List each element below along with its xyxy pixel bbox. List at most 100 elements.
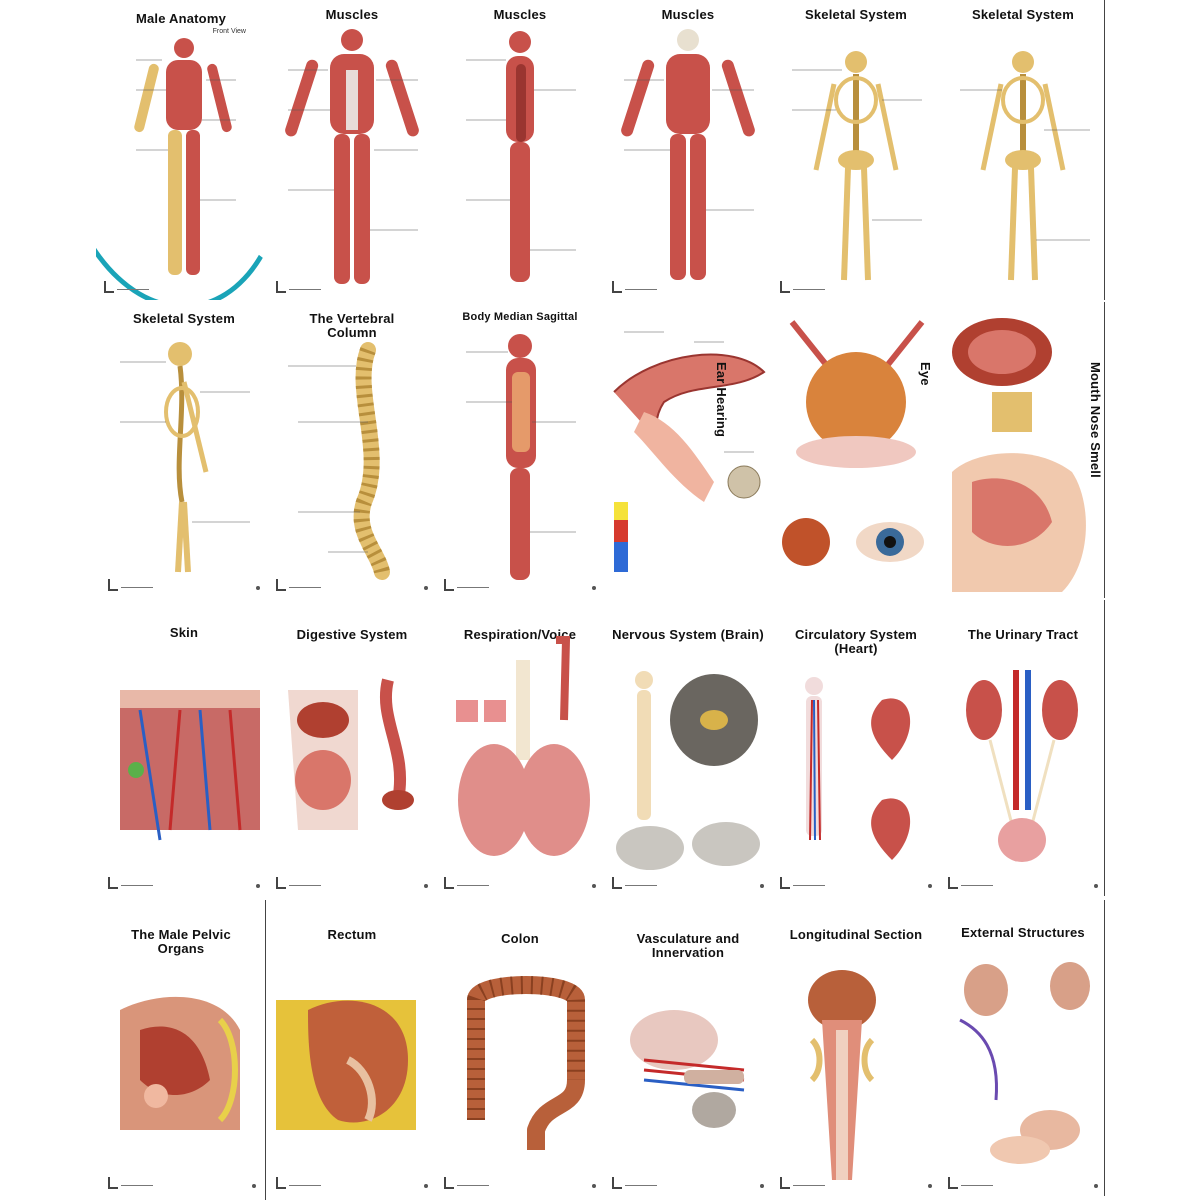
page-dot — [256, 884, 260, 888]
grid-divider — [1104, 600, 1105, 896]
publisher-mark — [780, 1177, 825, 1190]
nervous-figure — [616, 671, 760, 870]
panel-title: Muscles — [661, 7, 715, 22]
publisher-mark — [276, 579, 321, 592]
page-dot — [424, 586, 428, 590]
publisher-mark — [108, 1177, 153, 1190]
panel-title: External Structures — [961, 925, 1085, 940]
skeleton-side-figure — [120, 342, 250, 573]
publisher-mark — [276, 281, 321, 294]
panel-respiration: Respiration/Voice — [436, 600, 604, 896]
panel-subtitle: Front View — [212, 28, 246, 35]
muscles-back-figure — [621, 29, 755, 280]
panel-mouth-nose: Mouth Nose Smell — [942, 302, 1106, 598]
mouth-nose-figure — [952, 318, 1086, 592]
panel-title: Ear Hearing — [714, 362, 729, 438]
panel-title: Digestive System — [296, 627, 408, 642]
publisher-mark — [276, 1177, 321, 1190]
panel-muscles-front: Muscles — [268, 0, 436, 300]
publisher-mark — [276, 877, 321, 890]
muscles-side-figure — [466, 31, 576, 282]
panel-title: Longitudinal Section — [789, 927, 923, 942]
grid-divider — [265, 900, 266, 1200]
panel-pelvic: The Male Pelvic Organs — [100, 900, 264, 1196]
skin-figure — [120, 690, 260, 841]
publisher-mark — [444, 579, 489, 592]
page-dot — [592, 884, 596, 888]
panel-muscles-back: Muscles — [604, 0, 772, 300]
panel-title: Skeletal System — [971, 7, 1074, 22]
panel-male-anatomy: Male Anatomy Front View — [96, 0, 266, 300]
median-sagittal-figure — [466, 334, 576, 580]
panel-vasculature: Vasculature and Innervation — [604, 900, 772, 1196]
vertebral-column-figure — [288, 342, 390, 580]
eye-figure — [782, 320, 925, 566]
panel-skeletal-front: Skeletal System — [772, 0, 940, 300]
publisher-mark — [780, 877, 825, 890]
skeleton-back-figure — [960, 51, 1090, 281]
panel-title: Mouth Nose Smell — [1088, 362, 1103, 478]
digestive-figure — [288, 678, 414, 830]
grid-divider — [1104, 0, 1105, 300]
panel-longitudinal: Longitudinal Section — [772, 900, 940, 1196]
grid-divider — [1104, 900, 1105, 1196]
panel-title: Skeletal System — [132, 311, 235, 326]
page-dot — [760, 1184, 764, 1188]
pelvic-figure — [120, 996, 240, 1130]
respiration-figure — [456, 636, 590, 856]
publisher-mark — [948, 877, 993, 890]
panel-title: Skin — [169, 625, 199, 640]
vasculature-figure — [630, 1010, 745, 1128]
grid-divider — [1104, 302, 1105, 598]
panel-title: Respiration/Voice — [463, 627, 577, 642]
panel-skin: Skin — [100, 600, 268, 896]
panel-urinary: The Urinary Tract — [940, 600, 1106, 896]
panel-title: The Urinary Tract — [967, 627, 1079, 642]
publisher-mark — [444, 1177, 489, 1190]
panel-title: Eye — [918, 362, 933, 386]
page-dot — [256, 586, 260, 590]
panel-title: The Vertebral Column — [309, 311, 395, 340]
page-dot — [1094, 1184, 1098, 1188]
panel-title: Nervous System (Brain) — [612, 627, 764, 642]
panel-muscles-side: Muscles — [436, 0, 604, 300]
ear-figure — [613, 331, 766, 572]
muscles-front-figure — [285, 29, 419, 284]
panel-median-sagittal: Body Median Sagittal — [436, 302, 604, 598]
publisher-mark — [444, 877, 489, 890]
panel-vertebral-column: The Vertebral Column — [268, 302, 436, 598]
publisher-mark — [948, 1177, 993, 1190]
page-dot — [592, 586, 596, 590]
publisher-mark — [780, 281, 825, 294]
longitudinal-figure — [808, 970, 876, 1180]
panel-colon: Colon — [436, 900, 604, 1196]
publisher-mark — [108, 579, 153, 592]
panel-external: External Structures — [940, 900, 1106, 1196]
panel-title: Male Anatomy — [135, 11, 227, 26]
external-figure — [959, 962, 1090, 1164]
panel-rectum: Rectum — [268, 900, 436, 1196]
panel-title: Muscles — [493, 7, 547, 22]
panel-title: Vasculature and Innervation — [636, 931, 740, 960]
page-dot — [928, 1184, 932, 1188]
page-dot — [1094, 884, 1098, 888]
publisher-mark — [612, 877, 657, 890]
urinary-figure — [966, 670, 1078, 862]
page-dot — [760, 884, 764, 888]
publisher-mark — [104, 281, 149, 294]
panel-nervous: Nervous System (Brain) — [604, 600, 772, 896]
panel-title: Colon — [501, 931, 539, 946]
panel-skeletal-side: Skeletal System — [100, 302, 268, 598]
skeleton-front-figure — [792, 51, 922, 281]
panel-circulatory: Circulatory System (Heart) — [772, 600, 940, 896]
panel-title: Muscles — [325, 7, 379, 22]
panel-title: Skeletal System — [804, 7, 907, 22]
panel-eye: Eye — [772, 302, 942, 598]
colon-figure — [467, 976, 585, 1150]
circulatory-figure — [805, 677, 911, 860]
panel-digestive: Digestive System — [268, 600, 436, 896]
page-dot — [928, 884, 932, 888]
panel-ear: Ear Hearing — [604, 302, 772, 598]
male-anatomy-figure — [134, 38, 236, 275]
